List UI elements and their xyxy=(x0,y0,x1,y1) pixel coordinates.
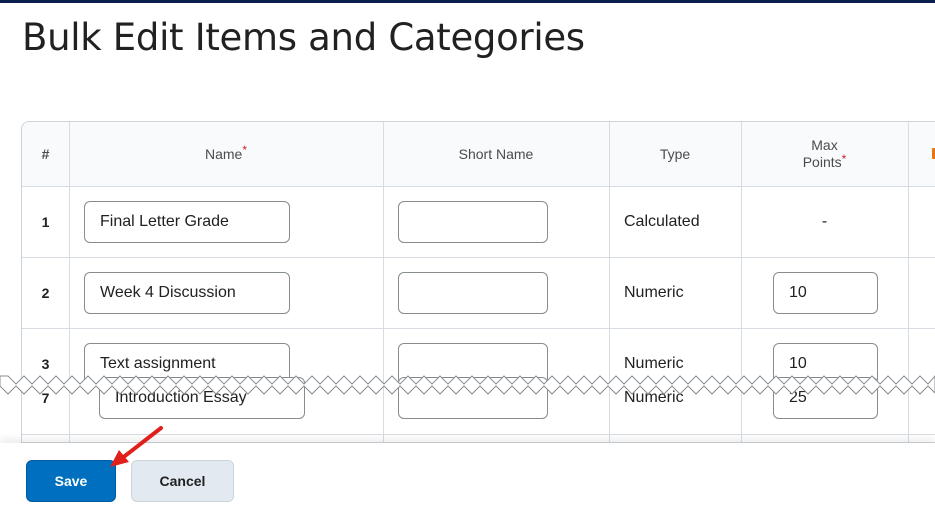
save-button[interactable]: Save xyxy=(26,460,116,502)
column-divider xyxy=(383,122,384,442)
footer-action-bar: Save Cancel xyxy=(0,443,935,516)
row-divider xyxy=(22,328,935,329)
row-number: 3 xyxy=(41,356,50,372)
screenshot-cut-zigzag xyxy=(0,375,935,395)
max-points-label-line1: Max xyxy=(811,136,838,153)
column-header-name-label: Name xyxy=(204,145,243,162)
row-divider xyxy=(22,186,935,187)
row-divider xyxy=(22,257,935,258)
row-number: 1 xyxy=(41,214,50,230)
page-title: Bulk Edit Items and Categories xyxy=(22,16,585,59)
column-header-max-points[interactable]: Max Points* xyxy=(741,122,908,186)
row-number: 7 xyxy=(41,390,50,406)
annotation-arrow-icon xyxy=(110,426,163,467)
max-points-value: - xyxy=(821,213,828,230)
required-asterisk: * xyxy=(841,151,847,166)
next-column-marker xyxy=(932,148,935,159)
short-name-input[interactable] xyxy=(398,272,548,314)
type-value: Calculated xyxy=(624,213,700,230)
row-divider xyxy=(22,434,935,435)
type-value: Numeric xyxy=(624,389,684,406)
column-header-short-name[interactable]: Short Name xyxy=(458,145,534,162)
column-divider xyxy=(741,122,742,442)
column-divider xyxy=(69,122,70,442)
required-asterisk: * xyxy=(242,142,248,157)
column-divider xyxy=(609,122,610,442)
column-header-number: # xyxy=(41,145,50,162)
column-header-name[interactable]: Name* xyxy=(69,122,383,186)
column-divider xyxy=(908,122,909,442)
name-input[interactable]: Final Letter Grade xyxy=(84,201,290,243)
short-name-input[interactable] xyxy=(398,201,548,243)
name-input[interactable]: Week 4 Discussion xyxy=(84,272,290,314)
column-header-type[interactable]: Type xyxy=(659,145,691,162)
cancel-button[interactable]: Cancel xyxy=(131,460,234,502)
max-points-input[interactable]: 10 xyxy=(773,272,878,314)
type-value: Numeric xyxy=(624,284,684,301)
top-accent-bar xyxy=(0,0,935,3)
table-header-row: # Name* Short Name Type Max Points* xyxy=(22,122,935,186)
type-value: Numeric xyxy=(624,355,684,372)
row-number: 2 xyxy=(41,285,50,301)
max-points-label-line2: Points xyxy=(802,153,842,170)
